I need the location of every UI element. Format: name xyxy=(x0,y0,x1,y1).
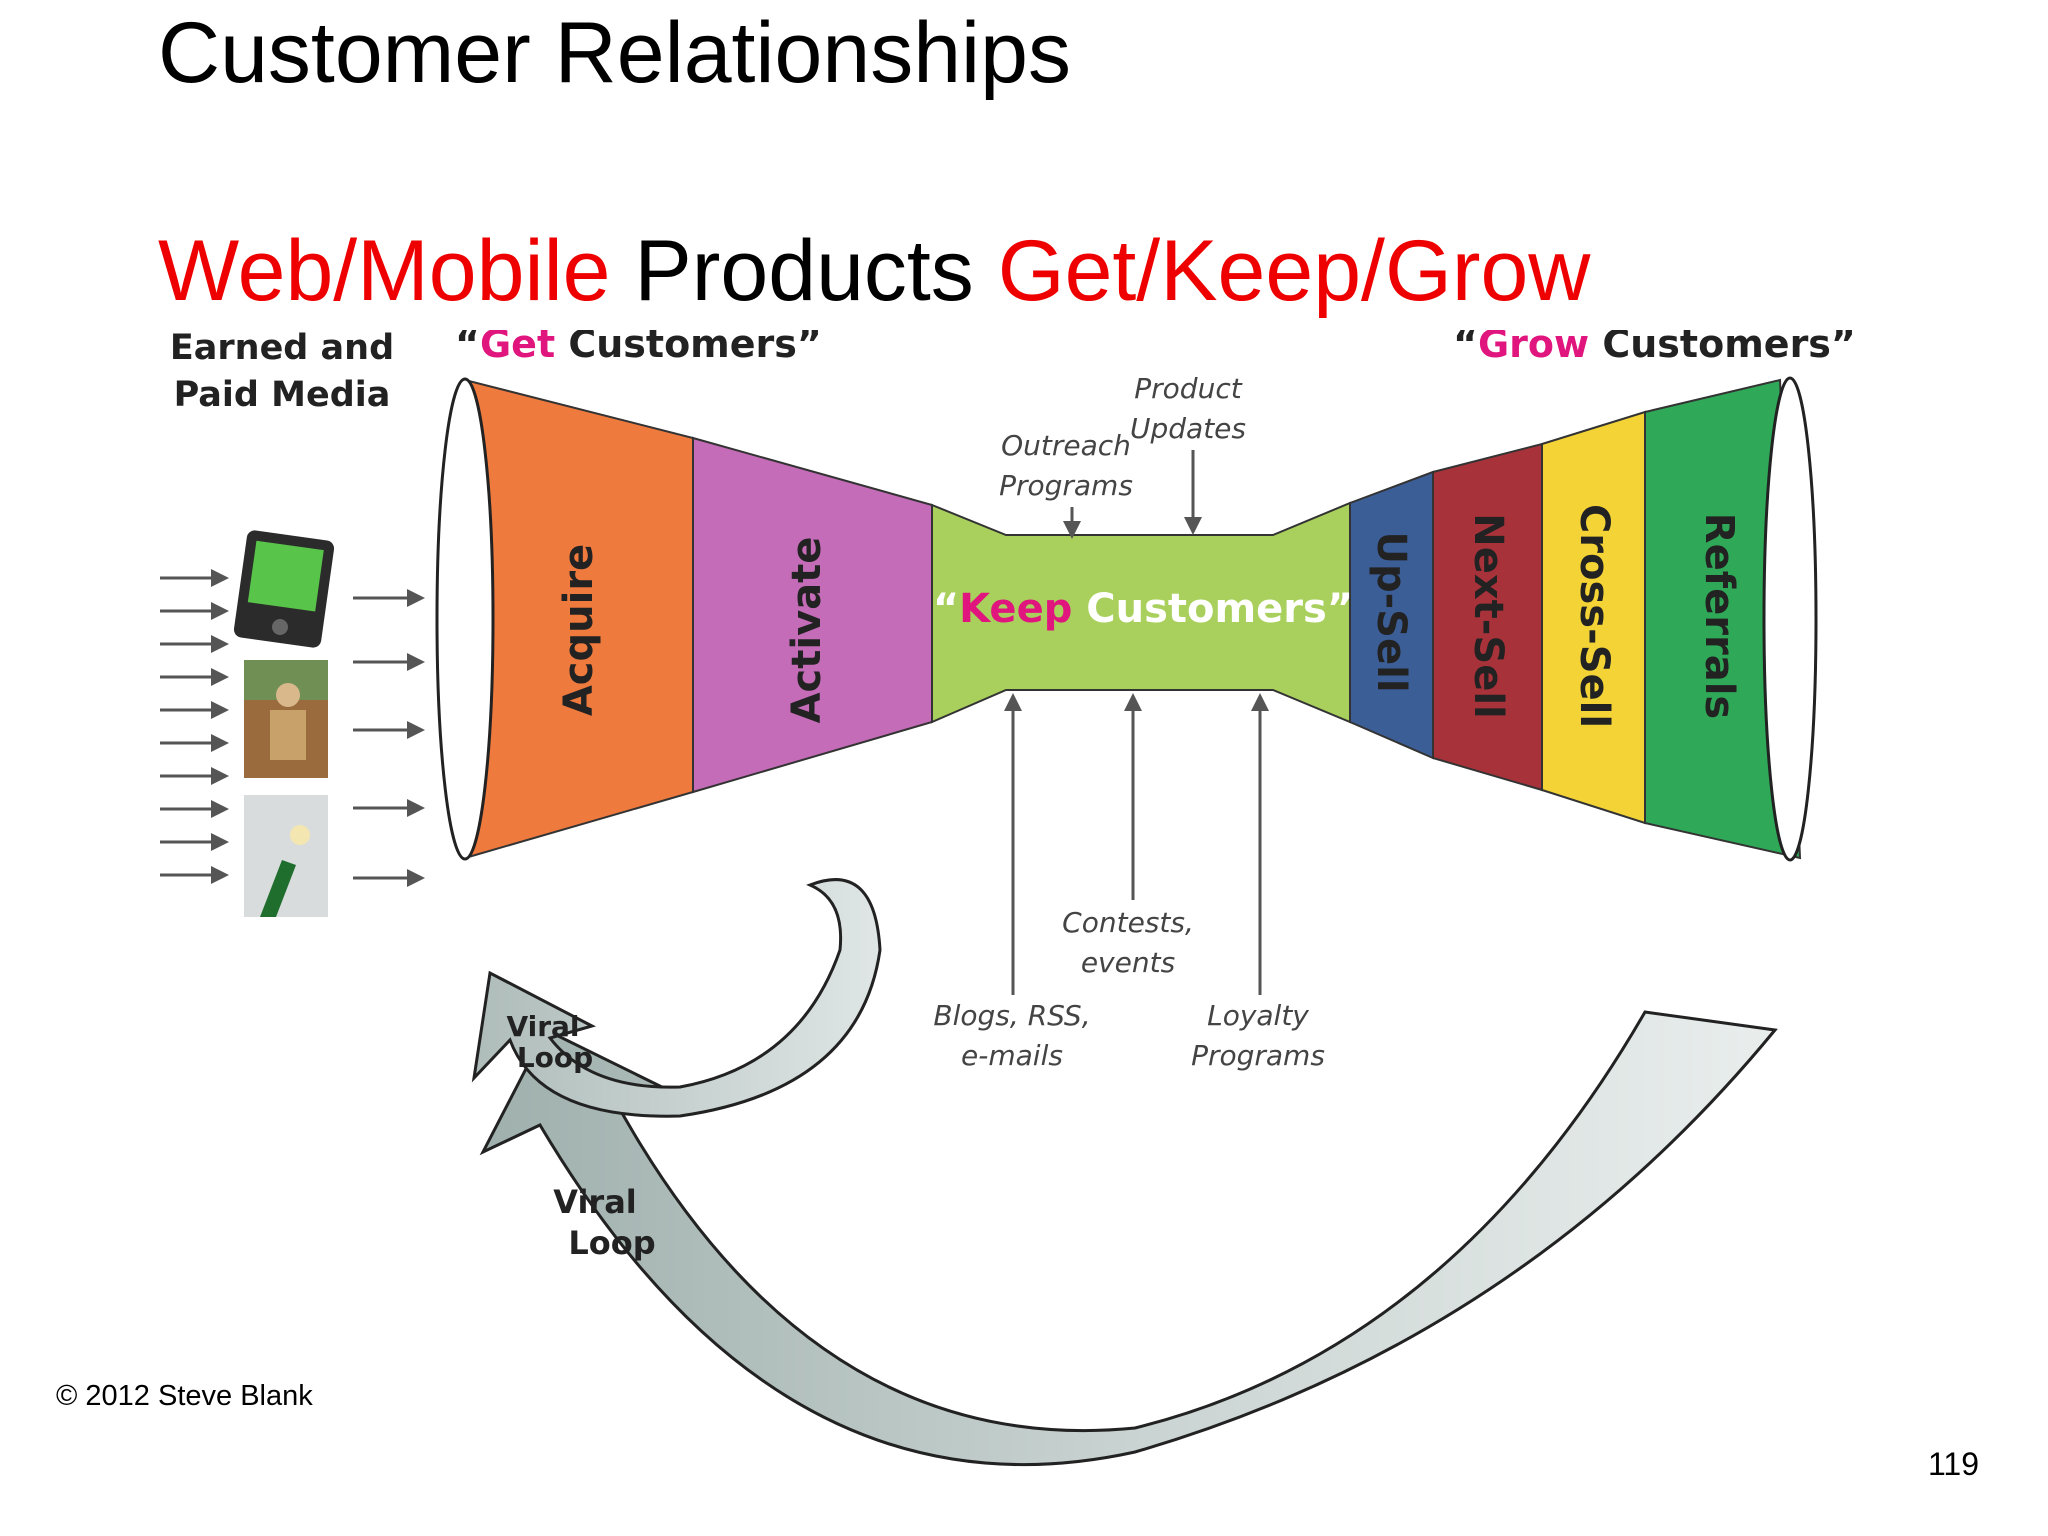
media-rider-image xyxy=(244,660,328,778)
blogs-label-2: e-mails xyxy=(961,1039,1063,1072)
viral-loop-small-arrow xyxy=(471,878,882,1118)
product-updates-label-1: Product xyxy=(1134,372,1242,405)
keep-rest: Customers” xyxy=(1072,586,1353,632)
keep-accent: Keep xyxy=(959,586,1072,632)
viral-loop-large-label-1: Viral xyxy=(553,1183,637,1221)
slide-subtitle: Web/Mobile Products Get/Keep/Grow xyxy=(158,222,1590,321)
subtitle-web-mobile: Web/Mobile xyxy=(158,223,611,319)
contests-label-2: events xyxy=(1081,946,1175,979)
outreach-label-2: Programs xyxy=(999,469,1133,502)
viral-loop-large-arrow xyxy=(479,1010,1778,1466)
keep-customers-label: “Keep Customers” xyxy=(933,586,1353,632)
media-champagne-image xyxy=(244,795,328,917)
page-number: 119 xyxy=(1928,1446,1980,1482)
slide-title: Customer Relationships xyxy=(158,5,1071,101)
grow-customers-heading: “Grow Customers” xyxy=(1453,330,1856,366)
media-phone-image xyxy=(233,530,335,648)
subtitle-products: Products xyxy=(610,223,998,319)
upsell-label: Up-Sell xyxy=(1368,531,1414,692)
acquire-label: Acquire xyxy=(556,544,602,716)
incoming-arrows xyxy=(160,569,229,884)
copyright-notice: © 2012 Steve Blank xyxy=(56,1380,313,1412)
get-customers-heading: “Get Customers” xyxy=(455,330,822,366)
blogs-label-1: Blogs, RSS, xyxy=(933,999,1090,1032)
nextsell-label: Next-Sell xyxy=(1465,513,1511,719)
stage-referrals xyxy=(1644,378,1802,860)
subtitle-get-keep-grow: Get/Keep/Grow xyxy=(997,223,1591,319)
get-accent: Get xyxy=(480,330,555,366)
funnel-right-opening xyxy=(1762,376,1818,862)
grow-quote-open: “ xyxy=(1453,330,1478,366)
contests-label-1: Contests, xyxy=(1062,906,1194,939)
loyalty-label-2: Programs xyxy=(1191,1039,1325,1072)
viral-loop-small-label-1: Viral xyxy=(506,1010,579,1043)
grow-rest: Customers” xyxy=(1589,330,1856,366)
referrals-label: Referrals xyxy=(1696,513,1742,719)
viral-loop-large-label-2: Loop xyxy=(568,1224,655,1262)
customer-funnel-diagram: Acquire Activate Up-Sell Next-Sell Cross… xyxy=(160,330,2030,1536)
loyalty-label-1: Loyalty xyxy=(1207,999,1309,1032)
product-updates-label-2: Updates xyxy=(1130,412,1246,445)
funnel-left-opening xyxy=(435,377,495,861)
outreach-label-1: Outreach xyxy=(1001,429,1131,462)
media-heading-line2: Paid Media xyxy=(174,375,391,415)
grow-accent: Grow xyxy=(1478,330,1589,366)
media-to-funnel-arrows xyxy=(353,589,425,887)
viral-loop-small-label-2: Loop xyxy=(517,1041,593,1074)
get-rest: Customers” xyxy=(555,330,822,366)
keep-quote-open: “ xyxy=(933,586,959,632)
get-quote-open: “ xyxy=(455,330,480,366)
activate-label: Activate xyxy=(784,537,830,724)
media-heading-line1: Earned and xyxy=(170,330,394,368)
crosssell-label: Cross-Sell xyxy=(1571,504,1617,728)
